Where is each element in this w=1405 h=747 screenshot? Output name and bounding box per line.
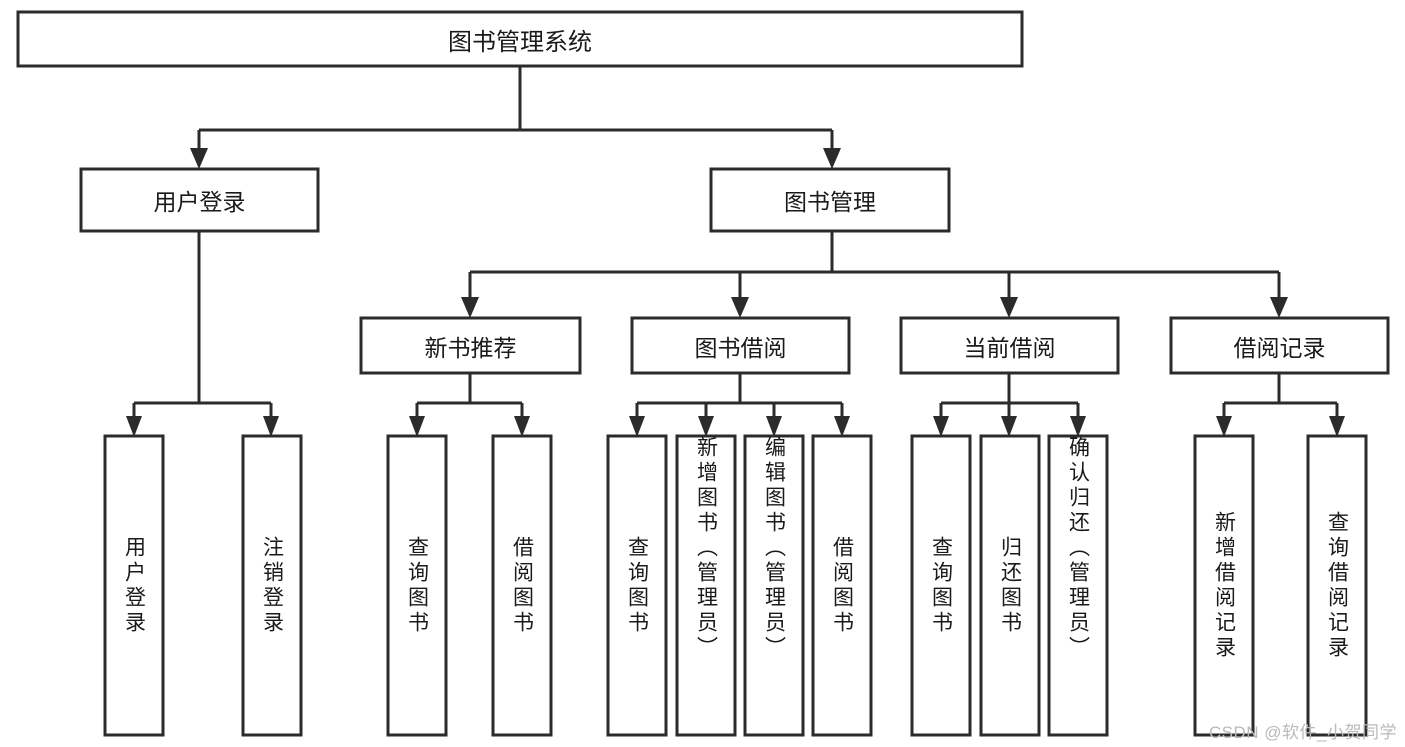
node-new-book-recommend[interactable]: [359, 316, 582, 375]
leaf-query-book-borrow[interactable]: [606, 434, 668, 737]
leaf-add-book-admin[interactable]: [675, 434, 737, 737]
arrowhead-book-borrow: [731, 297, 749, 318]
arrowhead-bb-leaf3: [766, 416, 782, 437]
arrowhead-current-borrow: [1000, 297, 1018, 318]
arrowhead-leaf-logout: [263, 416, 279, 437]
leaf-query-book-new[interactable]: [386, 434, 448, 737]
arrowhead-bb-leaf4: [834, 416, 850, 437]
arrowhead-cb-leaf1: [933, 416, 949, 437]
leaf-query-borrow-record[interactable]: [1306, 434, 1368, 737]
arrowhead-nb-leaf1: [409, 416, 425, 437]
leaf-query-book-current[interactable]: [910, 434, 972, 737]
leaf-logout[interactable]: [241, 434, 303, 737]
arrowhead-leaf-user-login: [126, 416, 142, 437]
arrowhead-cb-leaf2: [1001, 416, 1017, 437]
arrowhead-bb-leaf1: [629, 416, 645, 437]
leaf-borrow-book[interactable]: [811, 434, 873, 737]
leaf-confirm-return-admin[interactable]: [1047, 434, 1109, 737]
node-user-login[interactable]: [79, 167, 320, 233]
arrowhead-br-leaf2: [1329, 416, 1345, 437]
node-borrow-record[interactable]: [1169, 316, 1390, 375]
leaf-borrow-book-new[interactable]: [491, 434, 553, 737]
arrowhead-user-login: [190, 148, 208, 169]
leaf-edit-book-admin[interactable]: [743, 434, 805, 737]
arrowhead-bb-leaf2: [698, 416, 714, 437]
node-book-borrow[interactable]: [630, 316, 851, 375]
arrowhead-new-book: [461, 297, 479, 318]
arrowhead-cb-leaf3: [1070, 416, 1086, 437]
node-book-management[interactable]: [709, 167, 951, 233]
watermark-text: CSDN @软件_小贺同学: [1208, 723, 1397, 742]
arrowhead-br-leaf1: [1216, 416, 1232, 437]
leaf-user-login[interactable]: [103, 434, 165, 737]
arrowhead-book-mgmt: [823, 148, 841, 169]
leaf-add-borrow-record[interactable]: [1193, 434, 1255, 737]
node-root-system[interactable]: [16, 10, 1024, 68]
arrowhead-borrow-record: [1270, 297, 1288, 318]
node-current-borrow[interactable]: [899, 316, 1120, 375]
arrowhead-nb-leaf2: [514, 416, 530, 437]
leaf-return-book[interactable]: [979, 434, 1041, 737]
